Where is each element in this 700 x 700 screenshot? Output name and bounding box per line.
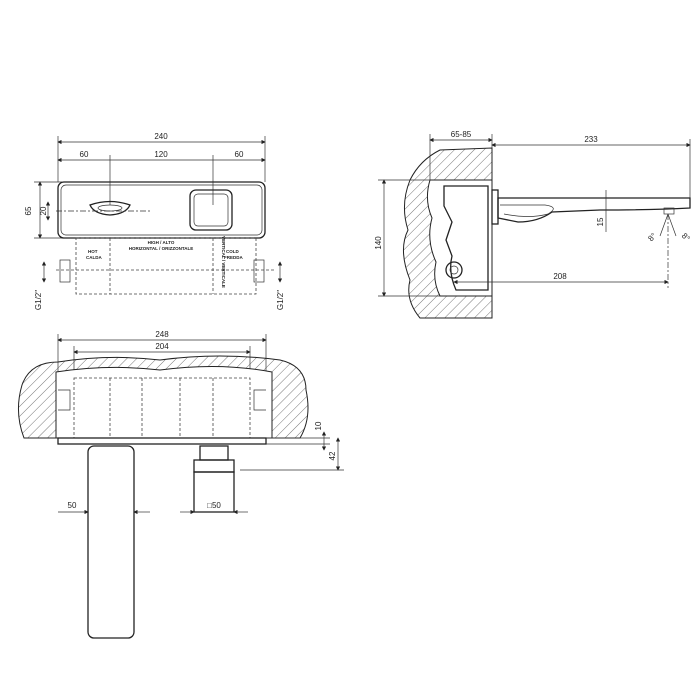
spout-outlet <box>56 200 150 216</box>
label-high-alto: HIGH / ALTO <box>148 240 175 245</box>
top-handle <box>193 445 235 513</box>
side-body <box>443 185 489 291</box>
dim-left-offset-label: 60 <box>80 150 89 159</box>
dim-total-width-label: 240 <box>154 132 168 141</box>
dim-center-spacing-label: 120 <box>154 150 168 159</box>
dim-spacing: 60 120 60 <box>57 150 266 205</box>
label-vertical: VERTICAL / VERTICALE <box>221 236 226 288</box>
thread-right-label: G1/2" <box>276 290 285 310</box>
dim-height-label: 65 <box>24 206 33 215</box>
label-hot: HOT <box>88 249 98 254</box>
label-fredda: FREDDA <box>224 255 243 260</box>
dim-plate-width-label: 248 <box>155 330 169 339</box>
front-view: 240 60 120 60 65 20 <box>24 132 285 310</box>
dim-box-width-label: 204 <box>155 342 169 351</box>
dim-spout-drop-label: 15 <box>596 217 605 226</box>
side-spout <box>497 197 691 223</box>
dim-right-offset-label: 60 <box>235 150 244 159</box>
dim-spout-width-label: 50 <box>68 501 77 510</box>
dim-height: 65 20 <box>24 181 62 239</box>
label-horizontal: HORIZONTAL / ORIZZONTALE <box>129 246 194 251</box>
top-plate <box>57 437 267 445</box>
dim-spout-height-label: 20 <box>39 206 48 215</box>
dim-body-height-label: 140 <box>374 236 383 250</box>
mixer-handle <box>189 189 233 231</box>
front-plate <box>57 181 266 239</box>
label-calda: CALDA <box>86 255 102 260</box>
concealed-body <box>56 237 274 295</box>
dim-plate-thickness-label: 10 <box>314 421 323 430</box>
top-view: 248 204 10 42 50 <box>18 330 344 639</box>
top-spout <box>87 445 135 639</box>
tilt-a-label: 8° <box>646 231 658 243</box>
dim-outlet-distance-label: 208 <box>553 272 567 281</box>
dim-spout-length-label: 233 <box>584 135 598 144</box>
label-cold: COLD <box>226 249 239 254</box>
dim-projection-label: 42 <box>328 451 337 460</box>
thread-left-label: G1/2" <box>34 290 43 310</box>
dim-handle-size-label: □50 <box>207 501 221 510</box>
side-view: 65-85 233 140 15 208 8° 8° <box>374 130 692 319</box>
tilt-b-label: 8° <box>680 231 692 243</box>
dim-wall-depth-label: 65-85 <box>451 130 472 139</box>
